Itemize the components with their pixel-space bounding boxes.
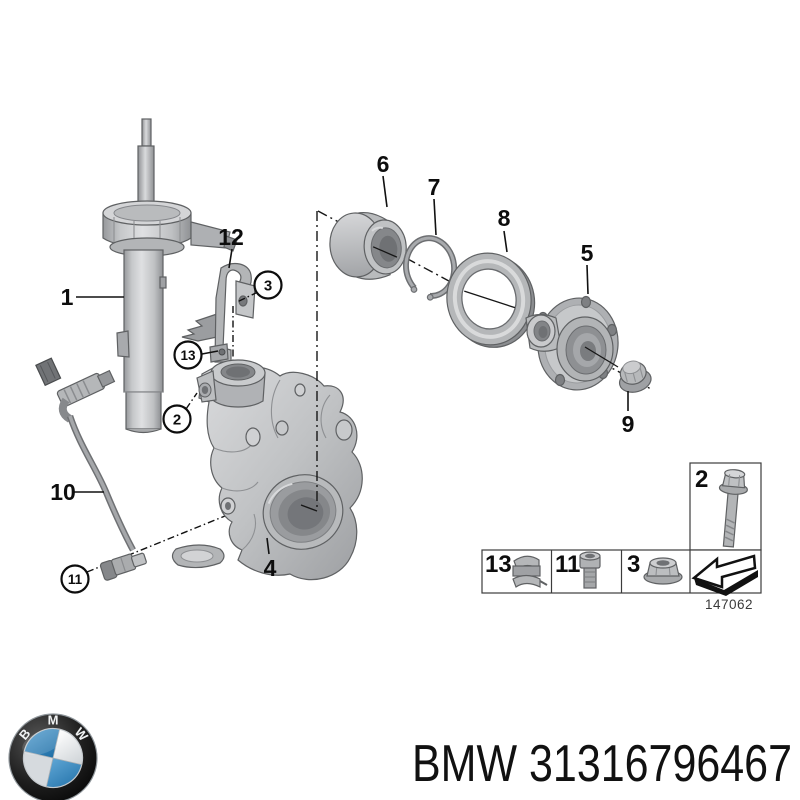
- callout-labels: 1 12 6 7 8 5 9 10 4 3 13 2 11: [50, 151, 635, 594]
- callout-abs-cable: 10: [50, 479, 76, 505]
- callout-bracket-nut: 3: [264, 278, 272, 295]
- callout-abs-sensor: 11: [68, 572, 83, 587]
- bmw-roundel-quarters: [22, 727, 84, 789]
- callout-wheel-bearing: 6: [377, 151, 390, 177]
- logo-letter-m: M: [48, 713, 59, 728]
- legend-nut-label: 3: [627, 551, 640, 578]
- callout-collar-nut: 9: [622, 411, 635, 437]
- drawing-number: 147062: [705, 597, 753, 612]
- callout-circle-2: [162, 404, 192, 434]
- footer: B M W BMW 31316796467: [8, 713, 792, 800]
- dust-shield: [446, 252, 536, 348]
- callout-knuckle: 4: [264, 555, 277, 581]
- callout-snap-ring: 7: [428, 174, 441, 200]
- bore-pointer: [300, 504, 318, 512]
- socket-screw-icon: [579, 551, 601, 589]
- bracket-teeth: [181, 313, 218, 342]
- callout-retaining-plate: 13: [180, 348, 196, 363]
- retaining-plate-13: [209, 343, 229, 363]
- legend-bolt-label: 2: [695, 466, 708, 493]
- legend-plate-label: 13: [485, 551, 512, 578]
- callout-circle-3: [253, 270, 283, 300]
- legend-screw-label: 11: [555, 551, 580, 578]
- sensor-plug: [35, 357, 62, 387]
- callout-circle-11: [60, 564, 90, 594]
- wheel-hub: [525, 295, 619, 391]
- steering-knuckle: [171, 359, 363, 581]
- wheel-bearing: [329, 211, 407, 280]
- callout-wheel-hub: 5: [581, 240, 594, 266]
- knuckle-bore: [262, 474, 344, 550]
- leader-lines: [74, 175, 629, 555]
- callout-pinch-bolt: 2: [173, 412, 181, 429]
- abs-sensor-cable: [35, 357, 258, 581]
- strut-assembly: [102, 118, 238, 434]
- callout-cable-bracket: 12: [218, 224, 244, 250]
- part-number: BMW 31316796467: [412, 735, 792, 793]
- sensor-cable: [68, 415, 135, 551]
- legend-table: 2 13 11 3: [481, 462, 762, 612]
- collar-nut: [618, 360, 652, 393]
- cable-bracket: [181, 262, 256, 366]
- flange-bolt-icon: [718, 469, 748, 548]
- retaining-clip-icon: [512, 555, 548, 588]
- callout-circle-13: [173, 340, 203, 370]
- abs-sensor-head: [99, 552, 147, 581]
- callout-strut: 1: [61, 284, 74, 310]
- flange-nut-icon: [643, 557, 683, 585]
- direction-arrow-icon: [691, 554, 758, 596]
- sensor-sleeve: [56, 369, 116, 408]
- callout-dust-shield: 8: [498, 205, 511, 231]
- bmw-logo: B M W: [8, 713, 98, 800]
